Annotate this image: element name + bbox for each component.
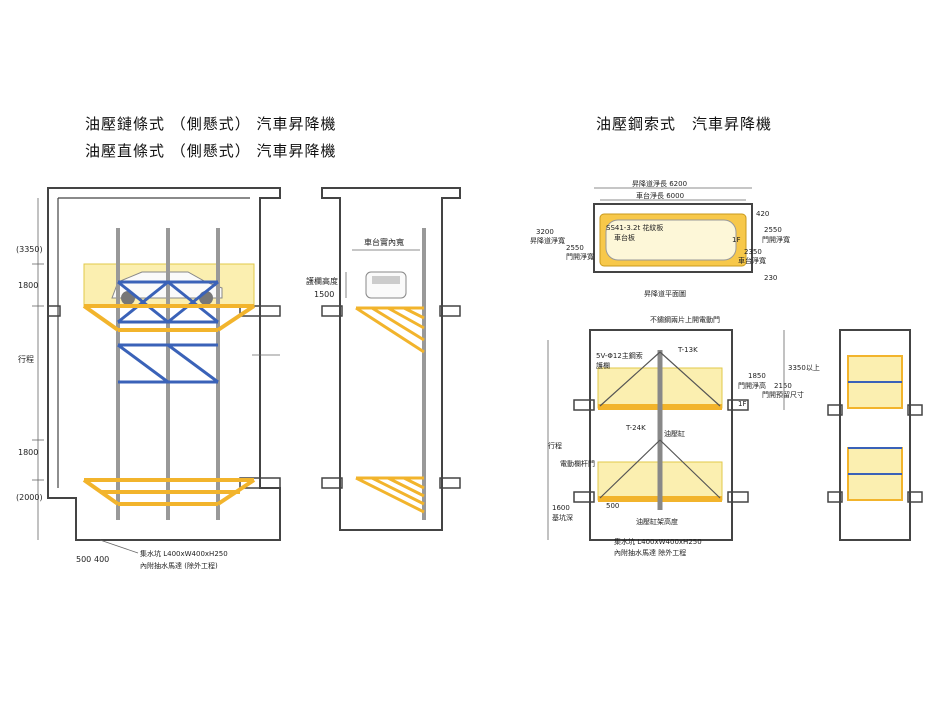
left-slab-low [239, 477, 281, 489]
section-t13k: T-13K [677, 346, 698, 354]
left-shaft-inner [57, 197, 250, 488]
title-cable-lift: 油壓鋼索式 汽車昇降機 [596, 115, 773, 133]
section-cable-note: 5V-Φ12主鋼索 [596, 351, 643, 360]
middle-guard-height-l1: 護欄高度 [306, 276, 338, 286]
plan-door-width-r: 門開淨寬 [762, 235, 790, 244]
middle-diagram: 車台實內寬 護欄高度 1500 [306, 187, 461, 531]
section-sump-line1: 集水坑 L400xW400xH250 [614, 537, 702, 546]
left-dim-2000: (2000) [16, 493, 43, 502]
plan-floor: 1F [732, 236, 740, 244]
left-diagram: (3350) 1800 行程 1800 (2000) 500 400 集水坑 L… [16, 187, 281, 570]
plan-platform-width: 車台淨寬 [738, 256, 766, 265]
plan-shaft-length: 昇降道淨長 6200 [632, 179, 687, 188]
left-dim-1800-bottom: 1800 [18, 448, 38, 457]
plan-title: 昇降道平面圖 [644, 289, 686, 298]
small-section [827, 329, 923, 541]
section-dim-2150: 2150 [774, 382, 792, 390]
small-shaft-outline [839, 329, 911, 541]
section-dim-500: 500 [606, 502, 619, 510]
section-door-frame: 門開預留尺寸 [762, 390, 804, 399]
middle-truss-bottom [355, 476, 425, 514]
section-cables [599, 351, 721, 499]
plan-dim-2350: 2350 [744, 248, 762, 256]
section-cylinder-label: 油壓缸 [664, 429, 685, 438]
section-gate-bar: 電動欄杆門 [560, 459, 595, 468]
section-cylinder-height: 油壓缸架高度 [636, 517, 678, 526]
left-dim-3350: (3350) [16, 245, 43, 254]
section-pit-depth: 基坑深 [552, 513, 573, 522]
section-view: 不鏽鋼兩片上開電動門 5V-Φ12主鋼索 護欄 T-13K 3350以上 185… [547, 315, 820, 557]
section-dim-1850: 1850 [748, 372, 766, 380]
title-direct-lift: 油壓直條式 （側懸式） 汽車昇降機 [85, 142, 337, 160]
section-floor: 1F [738, 400, 746, 408]
section-travel: 行程 [548, 441, 562, 450]
plan-plate: SS41-3.2t 花紋板 [606, 223, 663, 232]
section-dim-3350: 3350以上 [788, 363, 820, 372]
plan-shaft-width: 昇降道淨寬 [530, 236, 565, 245]
plan-platform-length: 車台淨長 6000 [636, 191, 684, 200]
left-blue-frame [117, 280, 219, 384]
section-shaft-outline [589, 329, 733, 541]
plan-car [605, 219, 737, 261]
plan-dim-2550-l: 2550 [566, 244, 584, 252]
left-travel: 行程 [18, 354, 34, 364]
plan-dim-2550-r: 2550 [764, 226, 782, 234]
section-door-note: 不鏽鋼兩片上開電動門 [650, 315, 720, 324]
plan-view: 昇降道淨長 6200 車台淨長 6000 420 3200 昇降道淨寬 2550… [530, 179, 790, 298]
middle-guard-height-l2: 1500 [314, 290, 334, 299]
section-guard: 護欄 [596, 361, 610, 370]
left-slab-mid [239, 305, 281, 317]
left-sump-line2: 內附抽水馬達 (除外工程) [140, 561, 218, 570]
plan-dim-3200: 3200 [536, 228, 554, 236]
middle-shaft-outline [321, 187, 461, 531]
section-sump-line2: 內附抽水馬達 除外工程 [614, 548, 686, 557]
left-yellow-platform-bottom [82, 478, 256, 506]
middle-platform-width: 車台實內寬 [364, 237, 404, 247]
plan-platform-label: 車台板 [614, 233, 635, 242]
left-sump-line1: 集水坑 L400xW400xH250 [140, 549, 228, 558]
left-yellow-platform-top [82, 304, 256, 332]
middle-truss-top [355, 306, 425, 354]
section-t24k: T-24K [625, 424, 646, 432]
left-slab-mid-l [47, 305, 61, 317]
left-dim-400: 400 [94, 555, 109, 564]
plan-door-width-l: 門開淨寬 [566, 252, 594, 261]
left-dim-500: 500 [76, 555, 91, 564]
plan-outline [593, 203, 753, 273]
middle-car [365, 271, 407, 299]
section-door-height: 門開淨高 [738, 381, 766, 390]
plan-dim-230: 230 [764, 274, 777, 282]
title-chain-lift: 油壓鏈條式 （側懸式） 汽車昇降機 [85, 115, 337, 133]
section-dim-1600: 1600 [552, 504, 570, 512]
left-dim-1800-top: 1800 [18, 281, 38, 290]
plan-dim-420: 420 [756, 210, 769, 218]
